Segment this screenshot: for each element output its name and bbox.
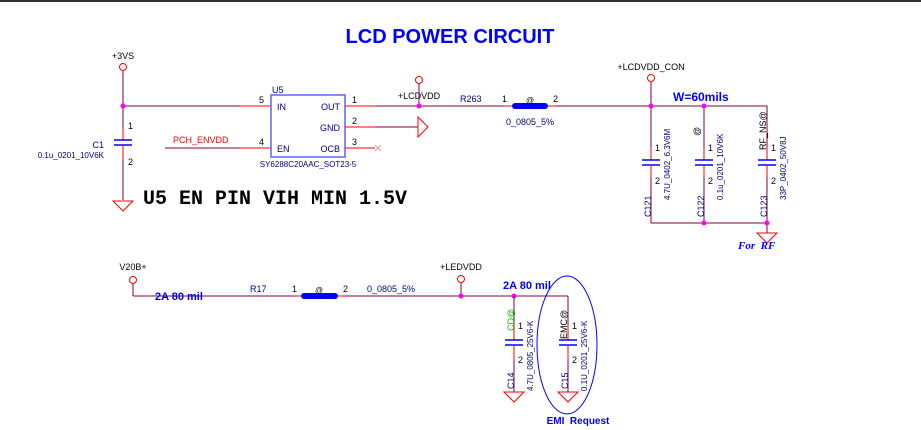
ground-icon — [111, 200, 135, 212]
c122-pin1: 1 — [708, 143, 713, 153]
capacitor-c123[interactable]: 1 2 RF_NS@ C123 33P_0402_50V8J — [758, 111, 788, 217]
power-port-v20b[interactable]: V20B+ — [119, 262, 147, 296]
r263-pin2: 2 — [553, 94, 558, 104]
power-port-symbol — [129, 276, 137, 284]
u5-pin-gnd: GND — [320, 123, 341, 133]
power-port-symbol — [457, 275, 465, 283]
ic-u5[interactable]: U5 IN EN OUT GND OCB 5 4 1 2 3 SY6288C20… — [259, 85, 375, 169]
c123-pin1: 1 — [771, 143, 776, 153]
u5-pinnum-in: 5 — [259, 95, 264, 105]
net-label-v20b: V20B+ — [119, 262, 146, 272]
c122-value: 0.1u_0201_10V6K — [716, 133, 725, 200]
r263-mark: @ — [526, 96, 534, 105]
u5-pin-ocb: OCB — [320, 144, 340, 154]
c15-pin1: 1 — [572, 321, 577, 331]
r17-pin2: 2 — [343, 284, 348, 294]
c15-pin2: 2 — [572, 355, 577, 365]
power-port-3vs[interactable]: +3VS — [112, 51, 134, 71]
net-label-pch-envdd: PCH_ENVDD — [173, 135, 229, 145]
junction-dot — [416, 103, 422, 109]
junction-dot — [120, 103, 126, 109]
capacitor-c15[interactable]: 1 2 EMC@ C15 0.1U_0201_25V6-K — [559, 296, 589, 392]
c121-ref: C121 — [643, 195, 653, 217]
r17-ref: R17 — [250, 284, 267, 294]
c123-mark: RF_NS@ — [758, 111, 768, 150]
capacitor-c122[interactable]: 1 2 @ C122 0.1u_0201_10V6K — [692, 127, 725, 217]
c15-value: 0.1U_0201_25V6-K — [580, 320, 589, 391]
r263-ref: R263 — [460, 94, 482, 104]
c122-pin2: 2 — [708, 176, 713, 186]
en-pin-note: U5 EN PIN VIH MIN 1.5V — [143, 188, 407, 211]
ledvdd-width-note: 2A 80 mil — [503, 280, 551, 292]
power-port-lcdvdd-con[interactable]: +LCDVDD_CON — [617, 62, 685, 106]
u5-pinnum-en: 4 — [259, 137, 264, 147]
v20b-width-note: 2A 80 mil — [155, 291, 203, 303]
u5-pin-in: IN — [277, 102, 286, 112]
ground-icon — [755, 232, 779, 244]
c14-value: 4.7U_0805_25V6-K — [526, 320, 535, 391]
power-port-symbol — [647, 74, 655, 82]
capacitor-c121[interactable]: 1 2 C121 4.7U_0402_6.3V6M — [642, 129, 672, 218]
c14-mark: CD@ — [506, 309, 516, 331]
c123-pin2: 2 — [771, 176, 776, 186]
for-rf-note: For RF — [737, 240, 776, 252]
net-pch-envdd[interactable]: PCH_ENVDD — [165, 135, 271, 149]
u5-pinnum-gnd: 2 — [352, 116, 357, 126]
c1-ref: C1 — [92, 140, 104, 150]
net-3vs-wires — [120, 71, 271, 138]
c14-ref: C14 — [506, 372, 516, 389]
c123-value: 33P_0402_50V8J — [779, 136, 788, 200]
r263-value: 0_0805_5% — [506, 117, 554, 127]
power-port-symbol — [415, 76, 423, 84]
u5-ref: U5 — [272, 85, 284, 95]
ground-icon — [502, 391, 526, 403]
power-port-symbol — [119, 63, 127, 71]
resistor-body — [301, 293, 338, 299]
u5-pin-en: EN — [277, 144, 290, 154]
power-port-ledvdd[interactable]: +LEDVDD — [440, 262, 482, 296]
ground-icon — [556, 391, 580, 403]
c1-pin2: 2 — [128, 157, 133, 167]
c121-pin2: 2 — [655, 176, 660, 186]
emi-highlight-ellipse — [536, 275, 598, 415]
top-border — [0, 0, 921, 2]
r17-value: 0_0805_5% — [367, 284, 415, 294]
capacitor-c14[interactable]: 1 2 CD@ C14 4.7U_0805_25V6-K — [505, 296, 535, 392]
junction-dot — [458, 293, 464, 299]
resistor-r263[interactable]: R263 1 2 @ 0_0805_5% — [460, 94, 558, 127]
c122-ref: C122 — [696, 195, 706, 217]
c123-ref: C123 — [759, 195, 769, 217]
c14-pin1: 1 — [518, 321, 523, 331]
no-connect-icon — [374, 144, 382, 152]
ground-icon — [417, 115, 429, 139]
r263-pin1: 1 — [502, 94, 507, 104]
capacitor-c1[interactable]: 1 2 C1 0.1u_0201_10V6K — [38, 121, 133, 200]
power-port-lcdvdd[interactable]: +LCDVDD — [398, 76, 441, 107]
c1-pin1: 1 — [128, 121, 133, 131]
c121-pin1: 1 — [655, 143, 660, 153]
c121-value: 4.7U_0402_6.3V6M — [663, 129, 672, 201]
net-label-ledvdd: +LEDVDD — [440, 262, 482, 272]
resistor-r17[interactable]: R17 1 2 @ 0_0805_5% — [250, 284, 415, 299]
u5-body — [270, 94, 346, 158]
c14-pin2: 2 — [518, 355, 523, 365]
net-label-3vs: +3VS — [112, 51, 134, 61]
cap-bank-wires — [648, 103, 770, 233]
resistor-body — [512, 103, 548, 109]
emi-request-note: EMI Request — [547, 416, 610, 427]
c15-ref: C15 — [560, 372, 570, 389]
r17-pin1: 1 — [292, 284, 297, 294]
u5-pinnum-out: 1 — [352, 95, 357, 105]
schematic-title: LCD POWER CIRCUIT — [346, 26, 555, 48]
net-label-lcdvdd-con: +LCDVDD_CON — [617, 62, 684, 72]
c15-mark: EMC@ — [559, 310, 569, 339]
u5-pin-out: OUT — [321, 102, 341, 112]
u5-pinnum-ocb: 3 — [352, 137, 357, 147]
r17-mark: @ — [315, 286, 323, 295]
c1-value: 0.1u_0201_10V6K — [38, 151, 105, 160]
u5-part: SY6288C20AAC_SOT23-5 — [260, 160, 357, 169]
width-note: W=60mils — [673, 90, 729, 104]
c122-mark: @ — [692, 127, 702, 136]
